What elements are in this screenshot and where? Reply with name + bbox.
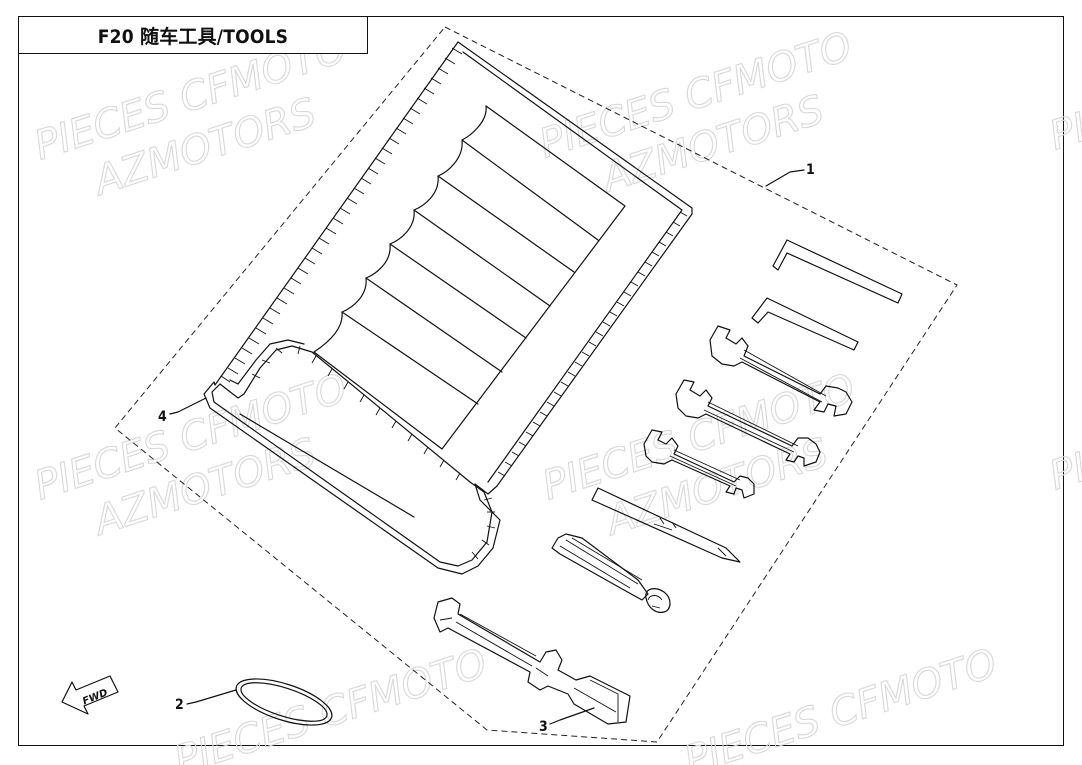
wrench-large xyxy=(709,325,853,417)
hex-key-small xyxy=(751,297,859,351)
wrench-medium xyxy=(675,379,821,467)
diagram-title: F20 随车工具/TOOLS xyxy=(18,16,368,54)
callout-4: 4 xyxy=(158,409,167,425)
callout-2: 2 xyxy=(175,697,184,713)
screwdriver-handle xyxy=(551,533,671,613)
watermark-layer: PIECES CFMOTO AZMOTORS PIECES CFMOTO AZM… xyxy=(28,15,1082,765)
rubber-band xyxy=(235,678,333,726)
kit-outline xyxy=(114,26,958,743)
drawing-frame xyxy=(18,16,1064,746)
wrench-small xyxy=(643,429,755,499)
bag-hatching xyxy=(220,47,688,560)
watermark-text: PIECES CFMOTO xyxy=(1044,355,1082,499)
fwd-label: FWD xyxy=(81,687,109,707)
callout-3: 3 xyxy=(539,719,548,735)
watermark-text: PIECES CFMOTO xyxy=(169,640,493,765)
callout-1: 1 xyxy=(806,162,815,178)
watermark-text: PIECES CFMOTO xyxy=(1044,15,1082,159)
fwd-arrow-icon: FWD xyxy=(61,675,119,715)
tool-bag xyxy=(203,41,693,575)
spark-plug-wrench xyxy=(433,597,631,725)
screwdriver-shaft xyxy=(591,487,741,563)
hex-key-large xyxy=(772,239,903,304)
leader-lines xyxy=(169,169,805,725)
watermark-text: PIECES CFMOTO xyxy=(679,640,1003,765)
